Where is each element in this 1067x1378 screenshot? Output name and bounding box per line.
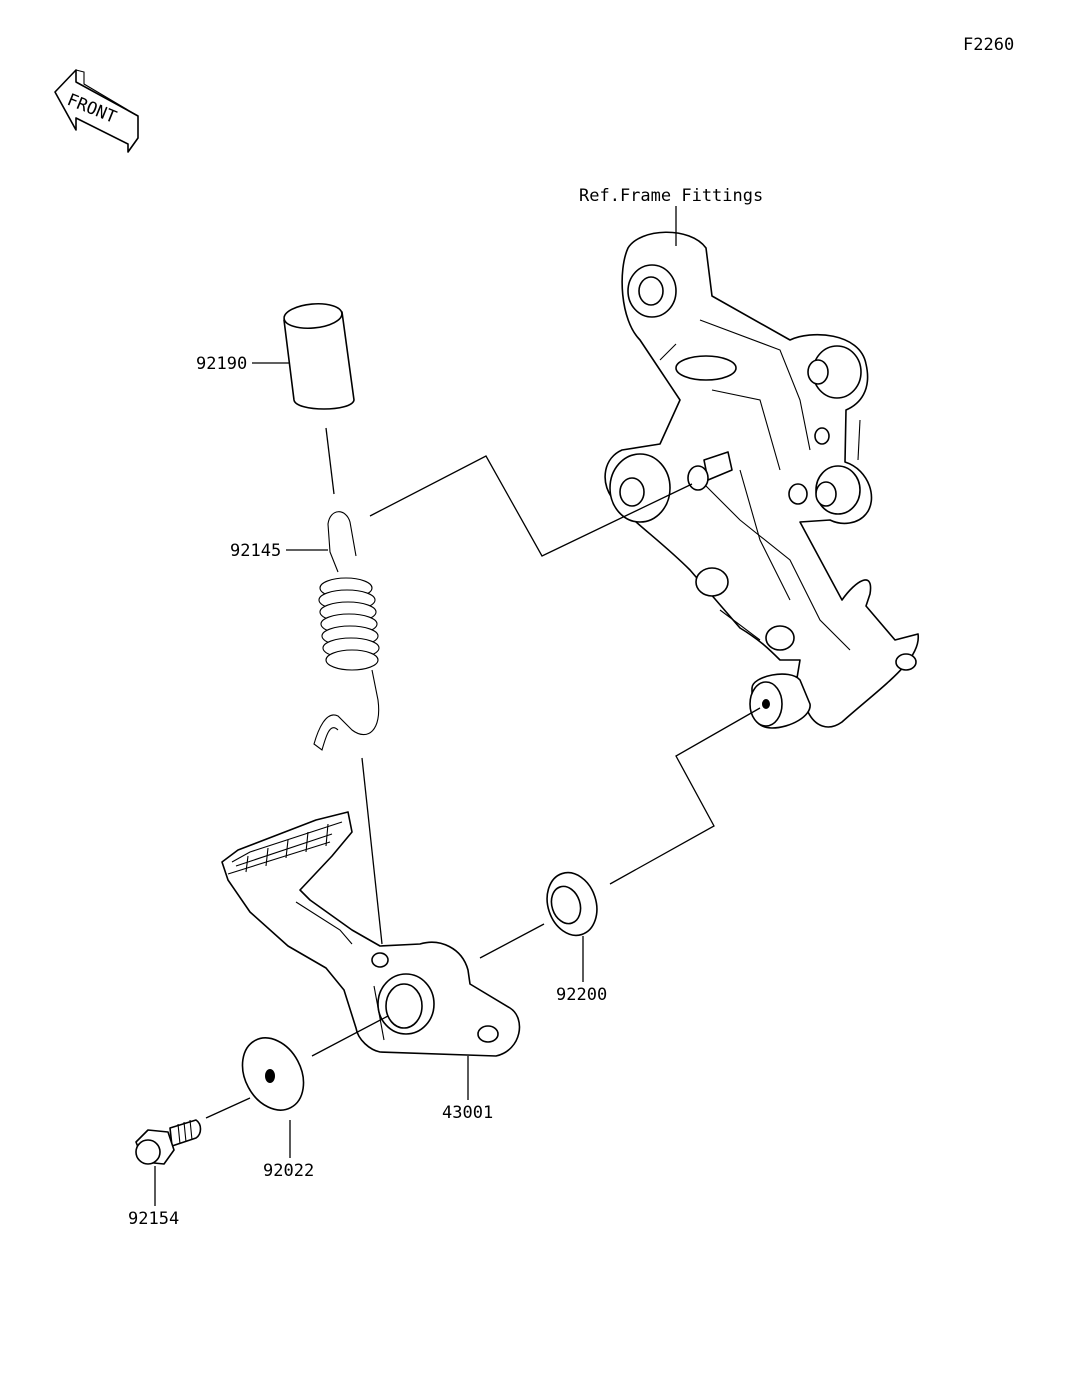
diagram-code: F2260: [963, 35, 1014, 55]
washer-92022: [241, 1037, 305, 1111]
brake-pedal-43001: [221, 811, 521, 1057]
spring-92145: [313, 511, 380, 751]
callout-43001: 43001: [442, 1103, 493, 1123]
callout-92145: 92145: [230, 541, 281, 561]
bolt-92154: [135, 1119, 202, 1165]
washer-92200: [546, 871, 598, 937]
front-direction-arrow-icon: FRONT: [54, 69, 139, 153]
leader-lines: [154, 206, 761, 1206]
frame-fitting-bracket: [604, 231, 919, 729]
callout-92022: 92022: [263, 1161, 314, 1181]
collar-92190: [283, 302, 355, 410]
callout-92154: 92154: [128, 1209, 179, 1229]
callout-ref-frame-fittings: Ref.Frame Fittings: [579, 186, 763, 206]
callout-92200: 92200: [556, 985, 607, 1005]
callout-92190: 92190: [196, 354, 247, 374]
